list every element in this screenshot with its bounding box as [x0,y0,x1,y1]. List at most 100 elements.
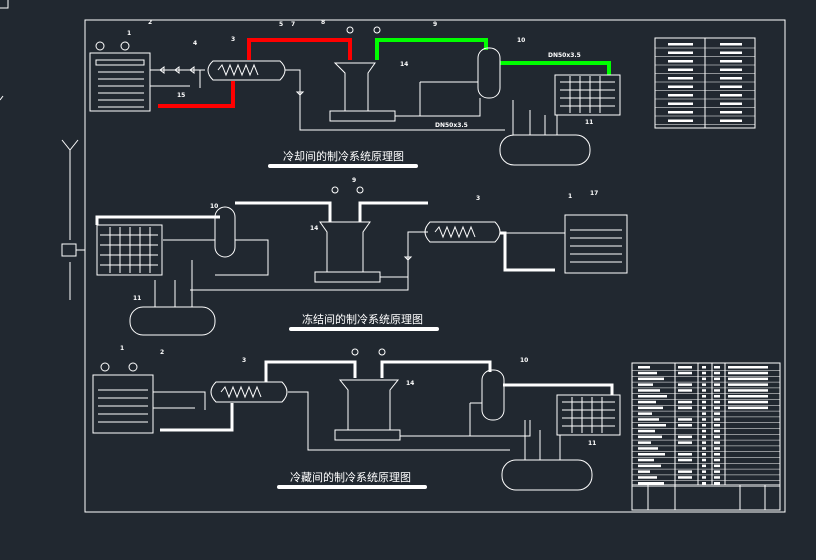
table-cell-text [638,482,664,485]
table-cell-text [678,389,692,392]
legend-symbol [668,68,693,71]
table-cell-text [714,476,720,479]
table-cell-text [714,453,720,456]
diagram-title: 冷藏间的制冷系统原理图 [290,470,411,484]
pipe-spec-label: DN50x3.5 [548,52,581,59]
table-cell-text [702,435,706,439]
part-label: 11 [588,440,596,447]
pipe-spec-label: DN50x3.5 [435,122,468,129]
compressor-3 [338,379,400,431]
table-cell-text [638,476,657,479]
table-cell-text [702,389,706,392]
table-cell-text [638,383,653,386]
condenser-1 [207,60,286,81]
table-cell-text [714,482,720,485]
table-cell-text [728,377,768,381]
part-label: 3 [242,357,246,364]
table-cell-text [638,389,660,392]
table-cell-text [714,406,720,410]
part-label: 17 [590,190,598,197]
table-cell-text [714,418,720,421]
drawing-frame [84,19,786,513]
receiver-1 [499,134,591,166]
table-cell-text [638,458,654,462]
table-cell-text [678,406,692,410]
pipe-3 [160,360,614,432]
table-cell-text [714,464,720,468]
table-cell-text [638,441,651,444]
part-label: 5 [279,21,283,28]
table-cell-text [638,447,658,450]
table-cell-text [702,429,706,433]
table-cell-text [702,418,706,421]
table-cell-text [638,429,655,433]
table-cell-text [702,377,706,381]
diagram-cooling-room: DN50x3.5 DN50x3.5 1 2 3 4 5 7 8 9 10 11 … [89,19,621,168]
compressor-1 [333,62,376,112]
legend-symbol [668,77,693,80]
table-cell-text [678,371,692,375]
part-label: 1 [568,193,572,200]
hot-gas-pipe-1 [158,38,352,108]
part-label: 10 [517,37,525,44]
table-cell-text [728,389,768,392]
legend-symbol [668,111,693,114]
pipe-2 [95,201,555,272]
table-cell-text [678,435,692,439]
evaporator-3 [92,374,154,434]
separator-2 [214,206,236,258]
table-cell-text [702,441,706,444]
table-cell-text [678,441,692,444]
table-cell-text [638,377,664,381]
legend-symbol [668,60,693,63]
legend-text [720,119,742,122]
separator-1 [477,47,501,99]
legend-symbol [668,43,693,46]
diagram-title: 冻结间的制冷系统原理图 [302,312,423,326]
title-block [631,362,781,511]
table-cell-text [702,371,706,375]
table-cell-text [638,400,656,404]
table-cell-text [638,406,663,410]
part-label: 15 [177,92,185,99]
diagram-cold-storage: 1 2 3 10 14 11 冷藏间的制冷系统原理图 [92,345,621,491]
table-cell-text [702,383,706,386]
legend-text [720,60,742,63]
table-cell-text [702,482,706,485]
ucs-corner-icon [0,0,9,9]
diagram-freezing-room: 10 14 11 3 1 17 9 冻结间的制冷系统原理图 [95,177,628,336]
table-cell-text [678,366,692,369]
part-label: 9 [352,177,356,184]
table-cell-text [638,464,661,468]
table-cell-text [638,470,650,473]
legend-text [720,43,742,46]
table-cell-text [678,383,692,386]
part-label: 14 [310,225,318,232]
condenser-2 [424,221,501,243]
table-cell-text [714,371,720,375]
table-cell-text [728,395,768,398]
table-cell-text [638,435,662,439]
part-label: 11 [585,119,593,126]
table-cell-text [714,429,720,433]
table-cell-text [678,470,692,473]
suction-pipe-1 [375,38,611,75]
part-label: 10 [210,203,218,210]
table-cell-text [728,371,768,375]
part-label: 11 [133,295,141,302]
legend-text [720,111,742,114]
part-label: 10 [520,357,528,364]
part-label: 7 [291,21,295,28]
evaporator-coil-1 [554,74,621,116]
part-label: 14 [400,61,408,68]
evaporator-coil-3 [556,394,621,436]
part-label: 1 [127,30,131,37]
evaporator-1 [89,52,151,112]
table-cell-text [638,412,652,415]
part-label: 3 [231,36,235,43]
table-cell-text [714,441,720,444]
part-label: 9 [433,21,437,28]
table-cell-text [702,458,706,462]
separator-3 [481,369,505,421]
